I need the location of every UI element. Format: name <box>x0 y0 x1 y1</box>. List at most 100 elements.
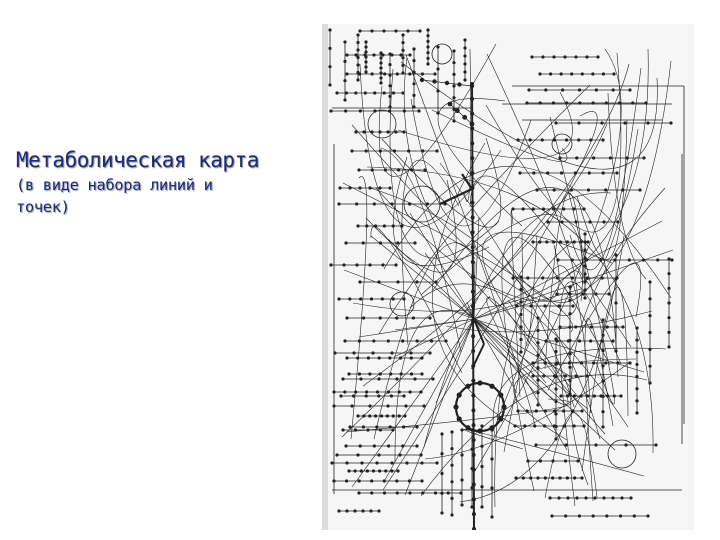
cycle-dot <box>477 428 483 434</box>
map-dot <box>568 338 572 343</box>
map-dot <box>373 91 377 95</box>
map-dot <box>570 72 574 76</box>
map-dot <box>582 424 586 428</box>
map-dot <box>395 479 399 483</box>
map-dot <box>463 54 467 58</box>
map-dot <box>521 207 525 211</box>
map-dot <box>397 168 401 172</box>
map-dot <box>391 297 395 301</box>
map-dot <box>352 394 356 398</box>
metabolic-map-image <box>322 24 694 530</box>
map-dot <box>415 444 419 448</box>
map-dot <box>385 414 389 418</box>
map-dot <box>519 287 523 292</box>
map-dot <box>617 101 622 105</box>
map-dot <box>670 258 674 262</box>
map-dot <box>614 277 618 281</box>
map-dot <box>388 63 392 67</box>
map-dot <box>538 240 542 244</box>
map-dot <box>469 121 475 127</box>
map-dot <box>426 51 430 55</box>
map-curve <box>352 48 649 312</box>
map-dot <box>463 38 467 42</box>
map-dot <box>562 409 566 413</box>
map-dot <box>370 491 374 495</box>
map-dot <box>531 207 535 211</box>
map-dot <box>356 224 360 228</box>
map-dot <box>378 241 383 245</box>
map-dot <box>556 258 560 262</box>
map-dot <box>409 351 413 355</box>
radial-line <box>473 318 616 451</box>
map-dot <box>572 394 576 398</box>
map-dot <box>519 300 523 304</box>
map-dot <box>555 292 559 296</box>
map-dot <box>386 130 390 134</box>
map-dot <box>388 105 392 109</box>
map-dot <box>356 33 360 37</box>
cycle-dot <box>498 392 504 398</box>
map-dot <box>440 491 444 495</box>
map-dot <box>572 424 576 428</box>
map-dot <box>354 390 358 394</box>
map-dot <box>460 453 464 457</box>
map-dot <box>574 325 578 329</box>
map-dot <box>423 168 427 172</box>
map-dot <box>632 514 636 518</box>
map-dot <box>601 410 605 414</box>
map-dot <box>536 366 540 370</box>
map-dot <box>432 79 437 84</box>
map-dot <box>407 149 411 153</box>
map-dot <box>459 491 463 495</box>
map-dot <box>635 399 639 403</box>
map-dot <box>413 241 417 245</box>
map-dot <box>490 515 494 519</box>
map-dot <box>511 207 515 211</box>
map-dot <box>624 443 628 447</box>
map-dot <box>369 509 373 513</box>
map-dot <box>536 328 540 333</box>
map-dot <box>406 29 410 33</box>
map-dot <box>388 356 392 360</box>
map-dot <box>440 432 444 436</box>
map-dot <box>452 49 456 53</box>
map-dot <box>526 276 530 280</box>
map-dot <box>541 207 546 211</box>
map-dot <box>551 476 555 480</box>
map-dot <box>536 476 540 480</box>
map-dot <box>620 496 624 500</box>
map-dot <box>363 91 367 95</box>
map-dot <box>594 292 598 296</box>
map-dot <box>519 350 523 354</box>
map-dot <box>389 372 393 376</box>
map-dot <box>546 171 550 175</box>
radial-line <box>358 318 475 338</box>
map-dot <box>589 339 593 343</box>
map-dot <box>601 333 605 337</box>
map-dot <box>563 55 567 59</box>
map-dot <box>447 101 453 107</box>
map-dot <box>565 476 569 480</box>
map-dot <box>379 61 383 65</box>
map-loop <box>551 133 573 155</box>
map-dot <box>530 55 534 59</box>
map-dot <box>471 438 476 442</box>
map-dot <box>452 84 456 88</box>
map-curve <box>576 119 628 260</box>
map-dot <box>563 374 567 378</box>
map-dot <box>329 109 333 113</box>
map-dot <box>379 81 383 85</box>
map-dot <box>360 461 364 465</box>
map-dot <box>667 272 671 276</box>
map-curve <box>351 124 560 301</box>
map-curve <box>547 262 642 391</box>
map-dot <box>545 240 549 244</box>
map-dot <box>415 339 419 343</box>
map-dot <box>338 186 342 190</box>
map-curve <box>521 233 538 347</box>
map-curve <box>469 175 632 348</box>
map-dot <box>355 202 359 206</box>
map-dot <box>519 312 523 317</box>
map-dot <box>377 377 381 381</box>
map-dot <box>463 78 467 82</box>
